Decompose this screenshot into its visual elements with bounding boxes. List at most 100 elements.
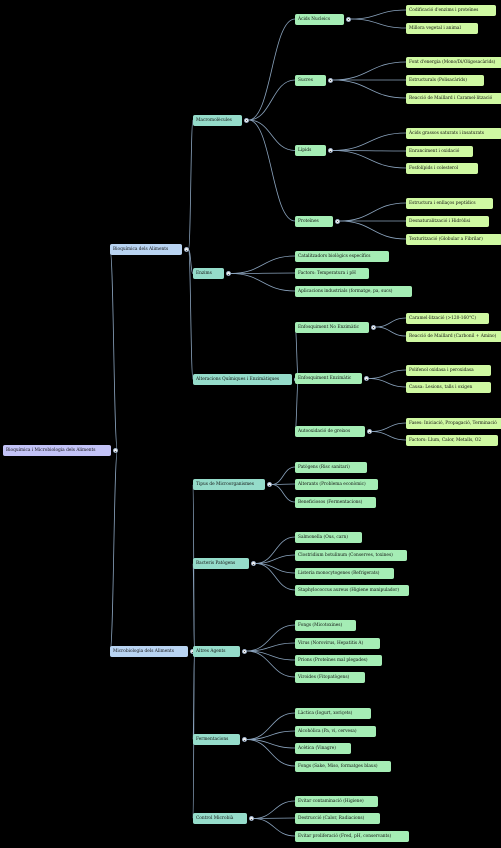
link-line: [368, 369, 407, 379]
node-reaccio-de-maillard-i-caramel-litzacio[interactable]: Reacció de Maillard i Caramel·lització: [406, 92, 501, 104]
node-lipids[interactable]: Lípids: [295, 145, 326, 156]
link-line: [246, 739, 296, 767]
node-bioquimica-dels-aliments[interactable]: Bioquímica dels Aliments: [110, 244, 182, 256]
node-proteines[interactable]: Proteïnes: [295, 215, 333, 227]
node-causa-lesions-talls-i-oxigen[interactable]: Causa: Lesions, talls i oxigen: [406, 381, 491, 393]
node-catalitzadors-biologics-especifics[interactable]: Catalitzadors biològics específics: [295, 250, 389, 262]
node-aplicacions-industrials-formatge-pa-sucs[interactable]: Aplicacions industrials (formatge, pa, s…: [295, 285, 412, 297]
node-enzims[interactable]: Enzims: [193, 268, 224, 279]
node-factors-temperatura-i-ph[interactable]: Factors: Temperatura i pH: [295, 267, 369, 279]
node-evitar-contaminacio-higiene[interactable]: Evitar contaminació (Higiene): [295, 795, 378, 807]
collapse-toggle-icon[interactable]: [327, 148, 333, 153]
link-line: [255, 563, 296, 591]
node-caramel-litzacio-120-160-c[interactable]: Caramel·lització (>120-160°C): [406, 312, 489, 324]
link-line: [332, 79, 407, 99]
collapse-toggle-icon[interactable]: [370, 324, 376, 330]
link-line: [109, 249, 118, 451]
node-patogens-risc-sanitari[interactable]: Patògens (Risc sanitari): [295, 461, 367, 473]
link-line: [294, 378, 299, 432]
collapse-toggle-icon[interactable]: [243, 117, 249, 123]
link-line: [246, 712, 296, 740]
node-microbiologia-dels-aliments[interactable]: Microbiologia dels Aliments: [110, 646, 188, 657]
node-fongs-sake-miso-formatges-blaus[interactable]: Fongs (Sake, Miso, formatges blaus): [295, 760, 391, 772]
collapse-toggle-icon[interactable]: [112, 448, 118, 454]
node-control-microbia[interactable]: Control Microbià: [193, 813, 247, 824]
node-desnaturalitzacio-i-hidrolisi[interactable]: Desnaturalització i Hidròlisi: [406, 215, 489, 227]
link-line: [375, 317, 407, 328]
node-prions-proteines-mal-plegades[interactable]: Prions (Proteïnes mal plegades): [295, 654, 382, 666]
collapse-toggle-icon[interactable]: [345, 16, 351, 22]
collapse-toggle-icon[interactable]: [363, 376, 369, 381]
link-line: [255, 554, 296, 564]
node-enfosquiment-enzimatic[interactable]: Enfosquiment Enzimàtic: [295, 373, 362, 384]
node-macromolecules[interactable]: Macromolècules: [193, 114, 242, 126]
node-evitar-proliferacio-fred-ph-conservants[interactable]: Evitar proliferació (Fred, pH, conservan…: [295, 830, 409, 842]
node-polifenol-oxidasa-i-peroxidasa[interactable]: Polifenol oxidasa i peroxidasa: [406, 364, 491, 376]
node-acids-grassos-saturats-i-insaturats[interactable]: Àcids grassos saturats i insaturats: [406, 127, 501, 139]
node-reaccio-de-maillard-carbonil-amino[interactable]: Reacció de Maillard (Carbonil + Amino): [406, 330, 501, 342]
node-altres-agents[interactable]: Altres Agents: [193, 645, 240, 657]
node-estructura-i-enllacos-peptidics[interactable]: Estructura i enllaços peptídics: [406, 197, 493, 209]
node-font-d-energia-mono-di-oligosacarids[interactable]: Font d'energia (Mono/Di/Oligosacàrids): [406, 56, 501, 68]
node-virus-norovirus-hepatitis-a[interactable]: Virus (Norovirus, Hepatitis A): [295, 637, 380, 649]
node-bioquimica-i-microbiologia-dels-aliments[interactable]: Bioquímica i Microbiologia dels Aliments: [3, 445, 111, 457]
link-line: [255, 563, 296, 574]
node-staphylococcus-aureus-higiene-manipulado[interactable]: Staphylococcus aureus (Higiene manipulad…: [295, 584, 409, 596]
node-tipus-de-microorganismes[interactable]: Tipus de Microorganismes: [193, 479, 265, 490]
node-alterants-problema-economic[interactable]: Alterants (Problema econòmic): [295, 478, 378, 490]
link-line: [271, 484, 296, 503]
link-line: [255, 536, 296, 564]
link-line: [332, 132, 407, 151]
node-fermentacions[interactable]: Fermentacions: [193, 734, 240, 745]
collapse-toggle-icon[interactable]: [327, 77, 333, 83]
node-listeria-monocytogenes-refrigerats[interactable]: Listeria monocytogenes (Refrigerats): [295, 567, 394, 579]
link-line: [368, 378, 407, 388]
node-destruccio-calor-radiacions[interactable]: Destrucció (Calor, Radiacions): [295, 812, 380, 824]
link-line: [230, 273, 296, 292]
node-beneficiosos-fermentacions[interactable]: Beneficiosos (Fermentacions): [295, 496, 376, 508]
collapse-toggle-icon[interactable]: [266, 482, 272, 487]
node-alcoholica-pa-vi-cervesa[interactable]: Alcohòlica (Pa, vi, cervesa): [295, 725, 376, 737]
link-line: [246, 650, 296, 678]
collapse-toggle-icon[interactable]: [366, 429, 372, 434]
link-line: [248, 79, 296, 121]
collapse-toggle-icon[interactable]: [248, 816, 254, 821]
collapse-toggle-icon[interactable]: [241, 648, 247, 654]
node-alteracions-quimiques-i-enzimatiques[interactable]: Alteracions Químiques i Enzimàtiques: [193, 373, 292, 385]
node-salmonella-ous-carn[interactable]: Salmonella (Ous, carn): [295, 531, 362, 543]
collapse-toggle-icon[interactable]: [225, 271, 231, 276]
link-line: [248, 18, 296, 121]
node-fongs-micotoxines[interactable]: Fongs (Micotoxines): [295, 619, 356, 631]
node-enranciment-i-oxidacio[interactable]: Enranciment i oxidació: [406, 145, 473, 157]
link-line: [371, 422, 407, 432]
node-sucres[interactable]: Sucres: [295, 74, 326, 86]
node-autooxidacio-de-greixos[interactable]: Autooxidació de greixos: [295, 426, 365, 437]
link-line: [271, 466, 296, 485]
collapse-toggle-icon[interactable]: [334, 218, 340, 224]
node-bacteris-patogens[interactable]: Bacteris Patògens: [193, 558, 249, 569]
node-clostridium-botulinum-conserves-toxines[interactable]: Clostridium botulinum (Conserves, toxine…: [295, 549, 407, 561]
node-lactica-iogurt-xoricets[interactable]: Làctica (Iogurt, xoriçets): [295, 707, 371, 719]
collapse-toggle-icon[interactable]: [183, 247, 189, 253]
node-factors-llum-calor-metalls-o2[interactable]: Factors: Llum, Calor, Metalls, O2: [406, 434, 498, 446]
link-line: [332, 150, 407, 152]
node-codificacio-d-enzims-i-proteines[interactable]: Codificació d'enzims i proteïnes: [406, 4, 496, 16]
collapse-toggle-icon[interactable]: [250, 561, 256, 566]
link-line: [248, 119, 296, 151]
link-line: [332, 150, 407, 169]
node-acetica-vinagre[interactable]: Acètica (Vinagre): [295, 742, 351, 754]
node-texturitzacio-globular-a-fibrilar[interactable]: Texturització (Globular a Fibrilar): [406, 233, 501, 245]
link-line: [248, 119, 296, 222]
node-estructurals-polisacarids[interactable]: Estructurals (Polisacàrids): [406, 74, 484, 86]
link-line: [339, 220, 407, 240]
node-millora-vegetal-i-animal[interactable]: Millora vegetal i animal: [406, 22, 478, 34]
link-line: [188, 249, 194, 380]
collapse-toggle-icon[interactable]: [241, 737, 247, 742]
node-enfosquiment-no-enzimatic[interactable]: Enfosquiment No Enzimàtic: [295, 321, 369, 333]
node-fases-iniciacio-propagacio-terminacio[interactable]: Fases: Iniciació, Propagació, Terminació: [406, 417, 501, 429]
node-fosfolipids-i-colesterol[interactable]: Fosfolípids i colesterol: [406, 162, 478, 174]
node-viroides-fitopatogens[interactable]: Viroides (Fitopatògens): [295, 671, 365, 683]
link-line: [230, 272, 296, 274]
node-acids-nucleics[interactable]: Àcids Nucleics: [295, 13, 344, 25]
link-line: [375, 326, 407, 337]
